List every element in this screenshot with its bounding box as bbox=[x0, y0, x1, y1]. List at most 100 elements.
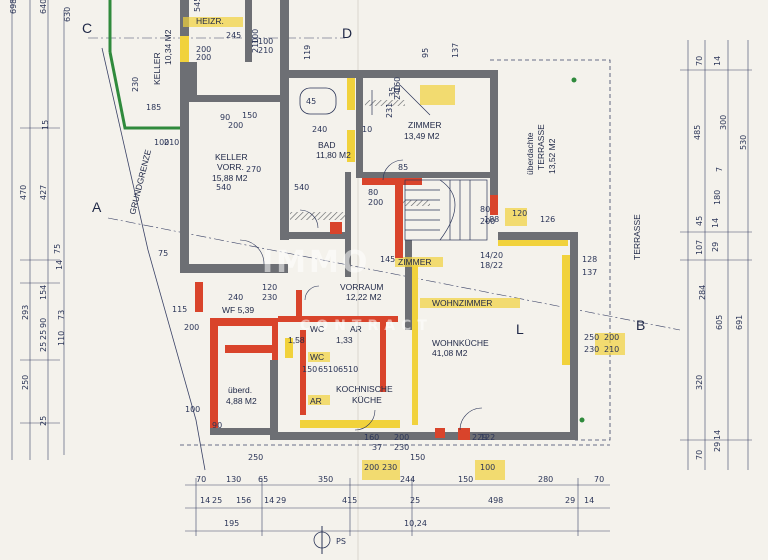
green-wall bbox=[108, 51, 180, 130]
covered-terrace-line1: überdachte bbox=[525, 132, 535, 175]
room-wohnkueche-area: 41,08 M2 bbox=[432, 348, 468, 358]
survey-point bbox=[571, 77, 577, 83]
dimension-label: 14 bbox=[264, 496, 274, 505]
room-kochnische-line2: KÜCHE bbox=[352, 395, 382, 405]
dimension-lines-bottom bbox=[185, 478, 610, 536]
dimension-label: 605 bbox=[715, 315, 724, 330]
room-wohnzimmer: WOHNZIMMER bbox=[432, 298, 492, 308]
dimension-label: 137 bbox=[582, 268, 597, 277]
marker-l: L bbox=[516, 321, 524, 337]
dimension-label: 698 bbox=[9, 0, 18, 14]
dimension-label: 14 bbox=[584, 496, 594, 505]
dimension-label: 293 bbox=[21, 305, 30, 320]
dimension-label: 545 bbox=[193, 0, 202, 12]
door-swings bbox=[239, 159, 483, 431]
dimension-lines-left bbox=[11, 0, 65, 460]
room-keller-name: KELLER bbox=[152, 52, 162, 85]
dimension-label: 244 bbox=[400, 475, 415, 484]
dimension-label: 18/22 bbox=[480, 261, 503, 270]
dimension-label: 350 bbox=[318, 475, 333, 484]
dimension-label: 25 bbox=[39, 342, 48, 352]
room-keller-vorr-name: KELLER bbox=[215, 152, 248, 162]
dimension-label: 160 bbox=[393, 77, 402, 92]
survey-point bbox=[579, 417, 585, 423]
room-ar2: AR bbox=[310, 396, 322, 406]
room-kochnische-line1: KOCHNISCHE bbox=[336, 384, 393, 394]
dimension-label: 230 bbox=[584, 345, 599, 354]
dimension-label: 630 bbox=[63, 7, 72, 22]
dimension-label: 200 bbox=[196, 45, 211, 54]
dimension-label: 210 bbox=[258, 46, 273, 55]
dimension-label: 250 bbox=[584, 333, 599, 342]
dimension-label: 90 bbox=[212, 421, 222, 430]
dimension-label: 230 bbox=[262, 293, 277, 302]
dimension-label: 100 bbox=[251, 29, 260, 44]
dimension-label: 415 bbox=[342, 496, 357, 505]
dimension-label: 530 bbox=[739, 135, 748, 150]
dimension-label: 640 bbox=[39, 0, 48, 14]
new-walls-red bbox=[195, 178, 498, 440]
room-heizraum: HEIZR. bbox=[196, 16, 224, 26]
dimension-label: 230 bbox=[131, 77, 140, 92]
dimension-label: 300 bbox=[719, 115, 728, 130]
dimension-label: 65 bbox=[258, 475, 268, 484]
dimension-label: 29 bbox=[276, 496, 286, 505]
dimension-label: 230 bbox=[382, 463, 397, 472]
dimension-label: 200 bbox=[184, 323, 199, 332]
dimension-label: 210 bbox=[251, 38, 260, 53]
dimension-label: 70 bbox=[594, 475, 604, 484]
bathtub bbox=[299, 87, 337, 115]
dimension-label: 250 bbox=[21, 375, 30, 390]
dimension-label: 25 bbox=[410, 496, 420, 505]
dimension-label: 29 bbox=[565, 496, 575, 505]
dimension-label: 10 bbox=[348, 365, 358, 374]
dimension-label: 320 bbox=[695, 375, 704, 390]
ps-label: PS bbox=[336, 537, 346, 546]
dimension-label: 100 bbox=[258, 37, 273, 46]
dimension-label: 119 bbox=[303, 45, 312, 60]
dimension-label: 150 bbox=[410, 453, 425, 462]
dimension-label: 120 bbox=[512, 209, 527, 218]
room-vorraum-name: VORRAUM bbox=[340, 282, 383, 292]
dimension-label: 150 bbox=[458, 475, 473, 484]
dimension-label: 107 bbox=[695, 240, 704, 255]
watermark-line1: IMMO bbox=[262, 245, 370, 280]
dimension-label: 498 bbox=[488, 496, 503, 505]
room-zimmer-small: ZIMMER bbox=[398, 257, 432, 267]
dimension-label: 200 bbox=[196, 53, 211, 62]
dimension-label: 470 bbox=[19, 185, 28, 200]
dimension-label: 137 bbox=[451, 43, 460, 58]
dimension-label: 150 bbox=[242, 111, 257, 120]
room-wf: WF 5,39 bbox=[222, 305, 254, 315]
dimension-label: 70 bbox=[695, 450, 704, 460]
dimension-label: 35 bbox=[388, 87, 397, 97]
dimension-label: 15 bbox=[41, 120, 50, 130]
dimension-label: 14 bbox=[713, 56, 722, 66]
dimension-label: 280 bbox=[538, 475, 553, 484]
dimension-label: 210 bbox=[604, 345, 619, 354]
dimension-label: 90 bbox=[39, 318, 48, 328]
dimension-label: 540 bbox=[216, 183, 231, 192]
room-ueberd-name: überd. bbox=[228, 385, 252, 395]
dimension-label: 195 bbox=[224, 519, 239, 528]
dimension-label: 115 bbox=[172, 305, 187, 314]
room-ar-area: 1,33 bbox=[336, 335, 353, 345]
dimension-label: 25 bbox=[212, 496, 222, 505]
watermark-line2: CONTRACT bbox=[300, 318, 433, 334]
marker-d: D bbox=[342, 25, 352, 41]
property-boundary-line bbox=[101, 47, 206, 471]
walls bbox=[180, 0, 578, 440]
dimension-label: 200 bbox=[604, 333, 619, 342]
dimension-label: 130 bbox=[226, 475, 241, 484]
room-keller-area: 10,34 M2 bbox=[163, 29, 173, 65]
dimension-label: 145 bbox=[380, 255, 395, 264]
dimension-label: 110 bbox=[57, 331, 66, 346]
staircase bbox=[371, 84, 488, 241]
dimension-label: 75 bbox=[53, 244, 62, 254]
dimension-label: 37 bbox=[372, 443, 382, 452]
dimension-label: 29 bbox=[711, 242, 720, 252]
